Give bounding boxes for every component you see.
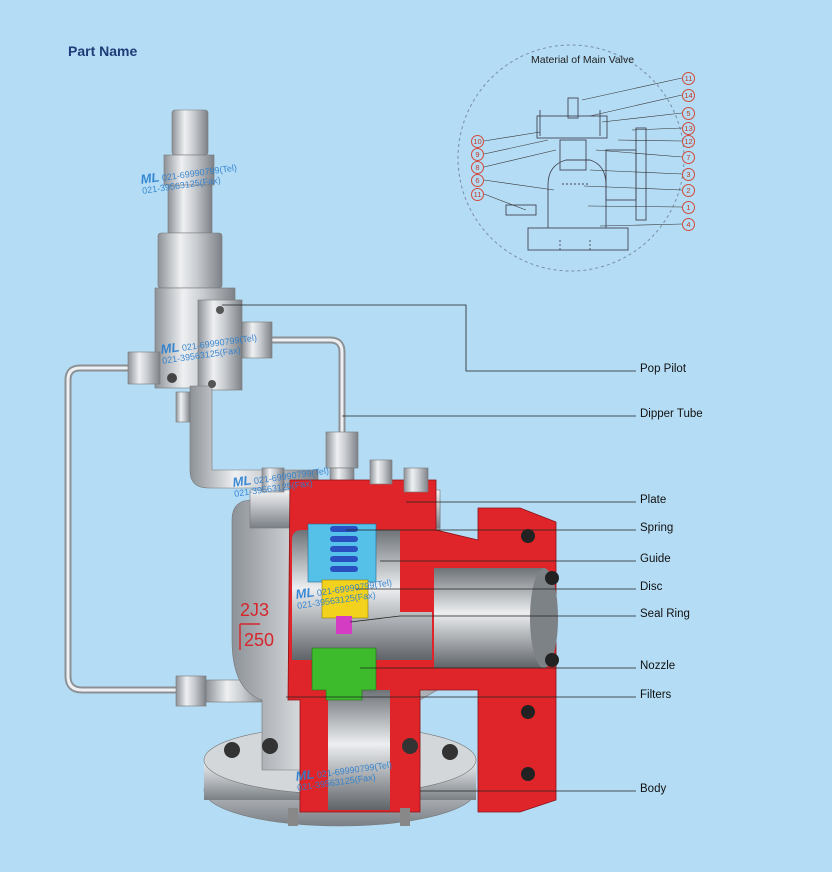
spring-part xyxy=(330,526,358,572)
page-title: Part Name xyxy=(68,43,138,59)
inset-body xyxy=(547,159,607,228)
inset-leader xyxy=(483,179,555,191)
inset-callout-number: 12 xyxy=(682,135,695,148)
part-label: Seal Ring xyxy=(640,608,690,620)
part-label: Dipper Tube xyxy=(640,408,703,420)
inset-leader xyxy=(617,139,683,142)
inset-callout-number: 6 xyxy=(471,174,484,187)
leader-line xyxy=(222,304,636,372)
inset-callout-number: 7 xyxy=(682,151,695,164)
inset-callout-number: 3 xyxy=(682,168,695,181)
part-label: Plate xyxy=(640,494,667,506)
inset-pilot-stub xyxy=(567,97,579,119)
inset-leader xyxy=(483,131,541,142)
inset-callout-number: 8 xyxy=(471,161,484,174)
inset-guide xyxy=(559,139,587,171)
inset-cover xyxy=(536,115,608,139)
inset-callout-number: 13 xyxy=(682,122,695,135)
inset-callout-number: 11 xyxy=(471,188,484,201)
inset-outlet-flange xyxy=(635,127,647,221)
inset-leader xyxy=(581,77,683,101)
nozzle-part xyxy=(311,647,377,701)
part-label: Guide xyxy=(640,553,671,565)
inset-callout-number: 1 xyxy=(682,201,695,214)
inset-callout-number: 5 xyxy=(682,107,695,120)
inset-callout-number: 10 xyxy=(471,135,484,148)
part-label: Spring xyxy=(640,522,674,534)
inset-leader xyxy=(483,149,557,168)
inset-leader xyxy=(631,127,683,131)
inset-filter xyxy=(505,204,537,216)
inset-leader xyxy=(589,94,683,117)
part-label: Filters xyxy=(640,689,672,701)
pilot-tubing xyxy=(64,336,346,694)
inset-callout-number: 4 xyxy=(682,218,695,231)
inset-leader xyxy=(583,185,683,191)
leader-line xyxy=(349,615,636,623)
body-marking-1: 2J3 xyxy=(240,600,269,620)
inset-detail xyxy=(457,44,685,272)
inset-leader xyxy=(595,149,683,158)
inset-leader xyxy=(483,139,549,155)
leader-lines xyxy=(222,304,636,792)
inset-leader xyxy=(601,112,683,123)
disc-part xyxy=(321,579,369,619)
inset-leader xyxy=(587,205,683,208)
inset-callout-number: 9 xyxy=(471,148,484,161)
part-label: Nozzle xyxy=(640,660,676,672)
inset-callout-number: 11 xyxy=(682,72,695,85)
inset-title: Material of Main Valve xyxy=(531,54,635,66)
part-label: Body xyxy=(640,783,667,795)
pop-pilot xyxy=(127,109,319,489)
body-marking-2: 250 xyxy=(244,630,274,650)
inset-callout-number: 14 xyxy=(682,89,695,102)
inset-leader xyxy=(483,193,527,211)
inset-leader xyxy=(589,169,683,175)
inset-outlet xyxy=(605,149,637,201)
inset-callout-number: 2 xyxy=(682,184,695,197)
part-label: Disc xyxy=(640,581,663,593)
inset-circle xyxy=(457,44,685,272)
seal-ring-part xyxy=(336,616,352,634)
inset-base-flange xyxy=(527,227,629,251)
inset-drawing xyxy=(505,97,647,251)
inset-leader xyxy=(599,223,683,227)
main-valve: 2J3 250 xyxy=(203,459,559,827)
part-label: Pop Pilot xyxy=(640,363,687,375)
guide-part xyxy=(307,523,377,583)
